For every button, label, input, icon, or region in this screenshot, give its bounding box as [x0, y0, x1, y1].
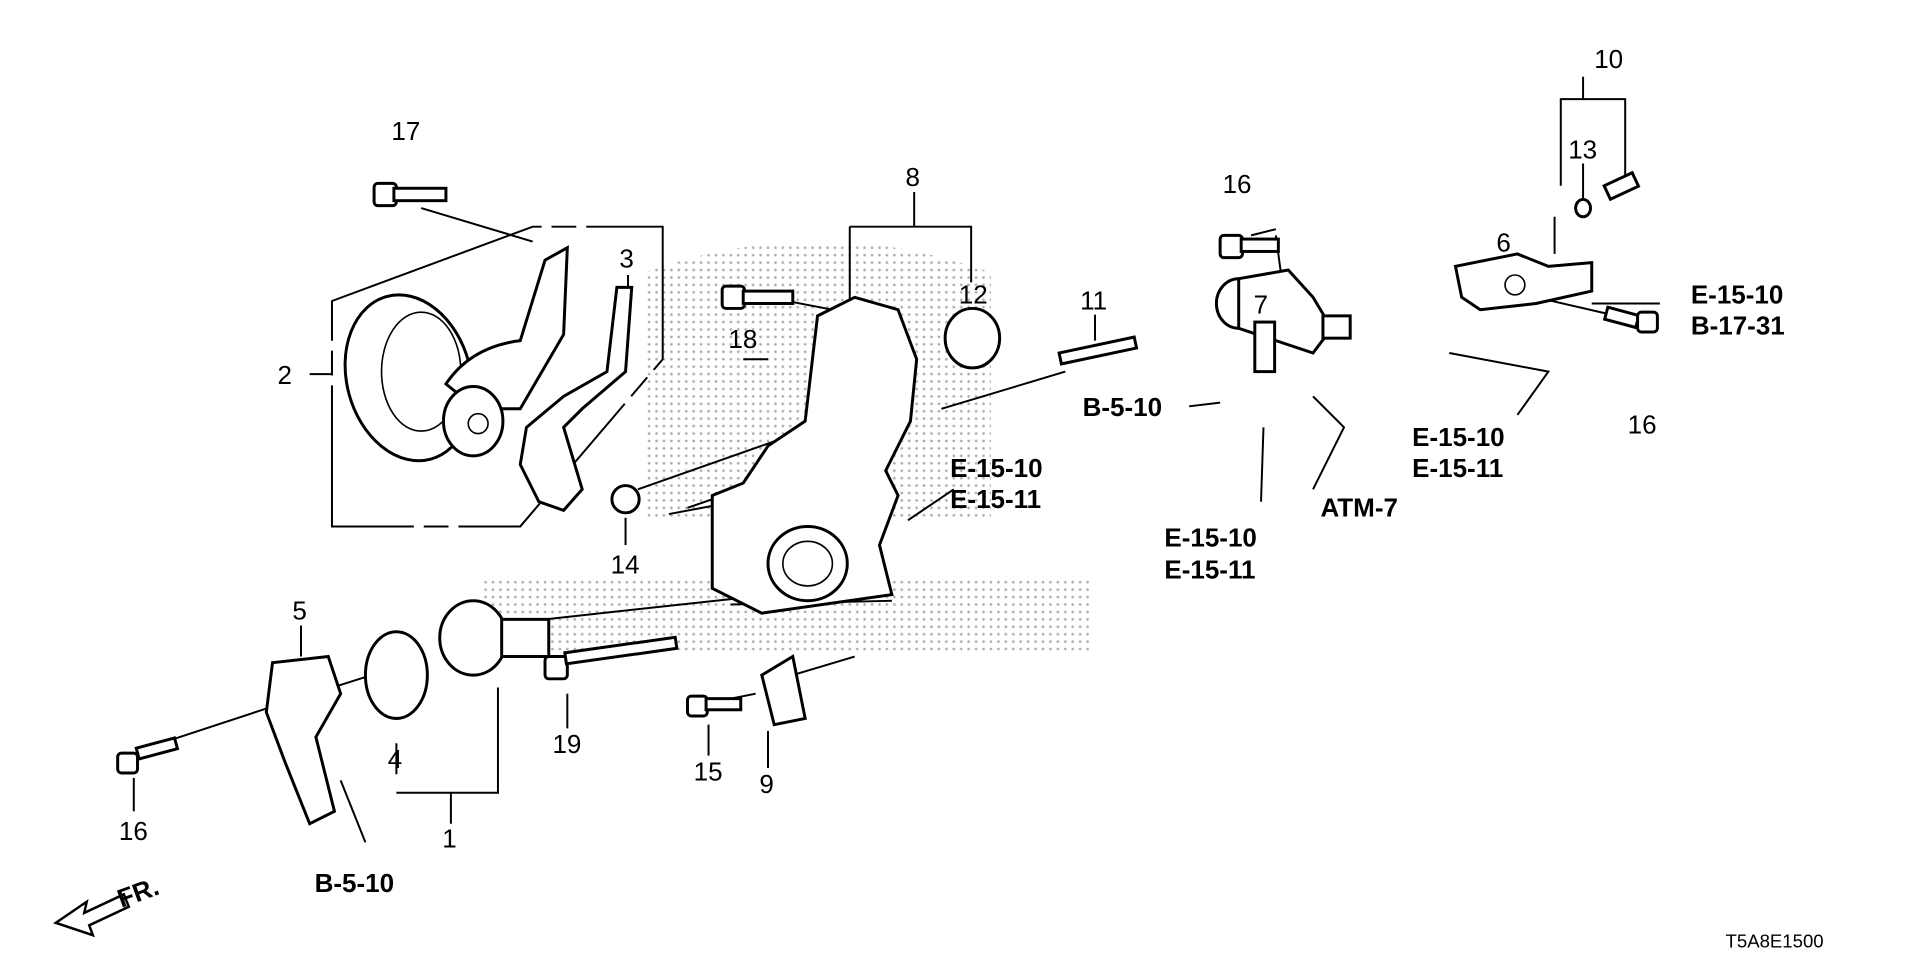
part-bolt-16-right — [1602, 305, 1659, 334]
part-cover-5 — [264, 654, 343, 826]
ref-under7-e-15-11[interactable]: E-15-11 — [1164, 554, 1255, 584]
reference-labels: B-5-10 B-5-10 ATM-7 E-15-10 E-15-11 E-15… — [315, 279, 1785, 897]
diagram-code: T5A8E1500 — [1726, 931, 1824, 952]
ref-atm-7[interactable]: ATM-7 — [1320, 493, 1398, 523]
part-thermostat-housing-7 — [1214, 268, 1352, 374]
label-7[interactable]: 7 — [1254, 289, 1268, 319]
label-8[interactable]: 8 — [905, 162, 919, 192]
ref-under6-e-15-11[interactable]: E-15-11 — [1412, 453, 1503, 483]
front-direction-arrow: FR. — [52, 871, 163, 938]
ref-center-e-15-10[interactable]: E-15-10 — [950, 453, 1043, 483]
label-6[interactable]: 6 — [1496, 227, 1510, 257]
label-12[interactable]: 12 — [959, 279, 988, 309]
label-3[interactable]: 3 — [619, 244, 633, 274]
part-thermostat-1 — [438, 599, 551, 677]
label-16-right[interactable]: 16 — [1628, 410, 1657, 440]
label-4[interactable]: 4 — [388, 744, 402, 774]
label-10[interactable]: 10 — [1594, 44, 1623, 74]
part-stud-11 — [1057, 335, 1139, 366]
label-11[interactable]: 11 — [1080, 286, 1107, 316]
part-bracket-9 — [760, 654, 807, 727]
part-gasket-3 — [518, 285, 634, 513]
part-bolt-18 — [720, 284, 795, 310]
part-sensor-10 — [1602, 170, 1641, 202]
label-2[interactable]: 2 — [277, 360, 291, 390]
part-bolt-16-top — [1218, 233, 1280, 260]
ref-b-5-10-mid[interactable]: B-5-10 — [1083, 392, 1162, 422]
label-19[interactable]: 19 — [552, 729, 581, 759]
ref-center-e-15-11[interactable]: E-15-11 — [950, 484, 1041, 514]
part-sensor-housing-6 — [1453, 252, 1594, 312]
ref-right-e-15-10[interactable]: E-15-10 — [1691, 279, 1784, 309]
label-14[interactable]: 14 — [611, 550, 640, 580]
label-13[interactable]: 13 — [1568, 135, 1597, 165]
label-15[interactable]: 15 — [694, 756, 723, 786]
label-18[interactable]: 18 — [728, 324, 757, 354]
part-bolt-19 — [543, 635, 679, 681]
fr-label: FR. — [113, 871, 163, 914]
part-bolt-17 — [372, 181, 448, 208]
part-gasket-4 — [363, 630, 429, 720]
ref-under7-e-15-10[interactable]: E-15-10 — [1164, 522, 1257, 552]
part-bolt-15 — [685, 694, 743, 718]
label-9[interactable]: 9 — [759, 769, 773, 799]
label-17[interactable]: 17 — [391, 116, 420, 146]
ref-right-b-17-31[interactable]: B-17-31 — [1691, 310, 1785, 340]
part-washer-13 — [1574, 197, 1592, 219]
part-water-pump-2 — [343, 245, 569, 463]
label-16-top[interactable]: 16 — [1223, 169, 1252, 199]
label-16-left[interactable]: 16 — [119, 816, 148, 846]
label-5[interactable]: 5 — [292, 595, 306, 625]
ref-under6-e-15-10[interactable]: E-15-10 — [1412, 422, 1505, 452]
part-number-labels: 17 2 3 8 12 18 11 16 7 10 13 6 16 14 5 4… — [119, 44, 1657, 853]
part-housing-8 — [710, 295, 919, 615]
part-oring-12 — [943, 306, 1002, 370]
label-1[interactable]: 1 — [442, 823, 456, 853]
ref-b-5-10-left[interactable]: B-5-10 — [315, 868, 394, 898]
leader-lines — [132, 76, 1660, 843]
part-nut-14 — [610, 484, 641, 515]
part-bolt-16-left — [116, 736, 180, 775]
